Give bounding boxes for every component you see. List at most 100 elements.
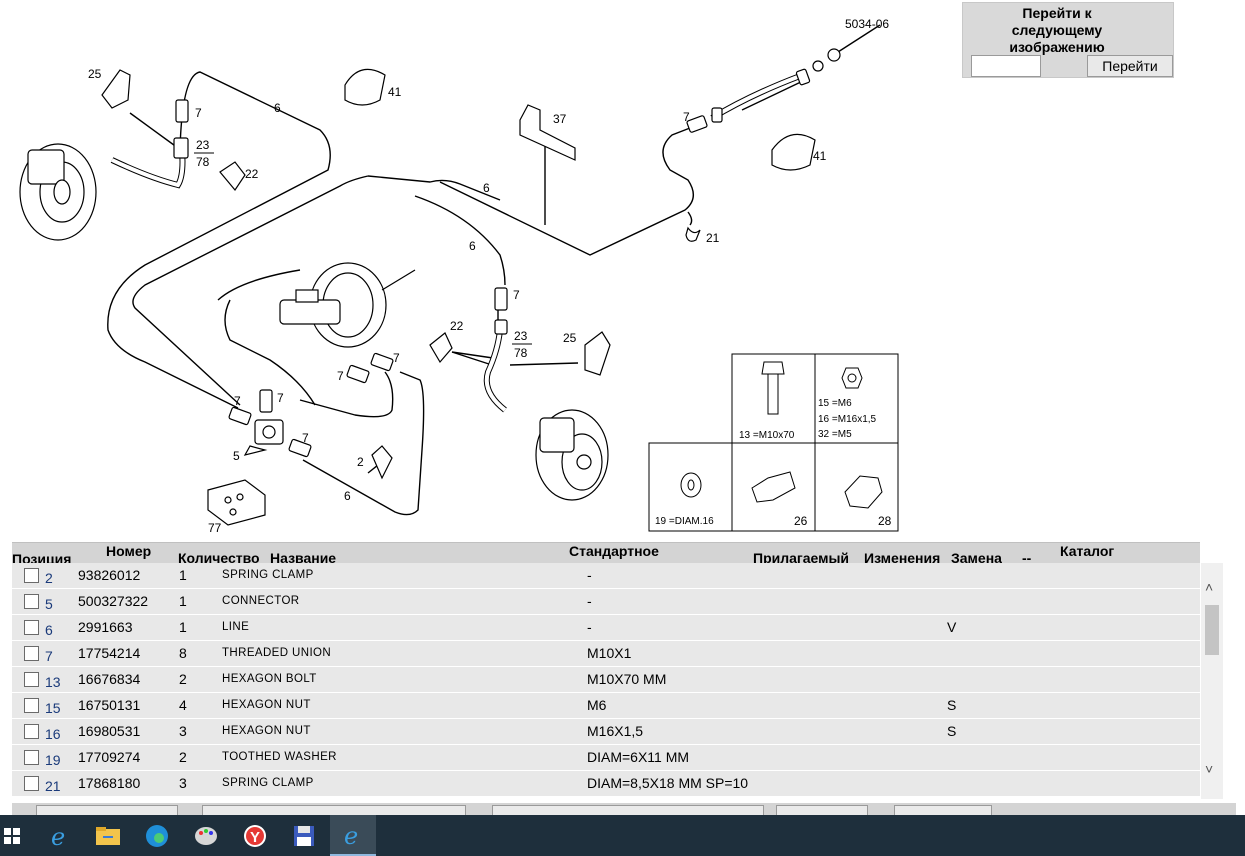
goto-image-input[interactable] [971, 55, 1041, 77]
callout-23: 23 [514, 329, 528, 343]
scroll-down-icon[interactable]: ˅ [1205, 761, 1214, 777]
row-position-link[interactable]: 6 [45, 622, 53, 638]
row-part-number: 2991663 [78, 619, 133, 635]
row-checkbox[interactable] [24, 776, 39, 791]
ie-icon[interactable]: e [37, 815, 83, 856]
header-changes[interactable]: Изменения [864, 550, 941, 563]
windows-taskbar: e Y e [0, 815, 1245, 856]
header-standard[interactable]: Стандартное [569, 543, 659, 559]
row-position-link[interactable]: 5 [45, 596, 53, 612]
table-row[interactable]: 2 93826012 1 SPRING CLAMP - [12, 563, 1200, 589]
bottom-button-3[interactable] [492, 805, 764, 815]
row-position-link[interactable]: 7 [45, 648, 53, 664]
legend-union-28: 28 [878, 514, 892, 528]
row-name: HEXAGON NUT [222, 699, 311, 711]
save-floppy-icon[interactable] [281, 815, 327, 856]
callout-22: 22 [450, 319, 464, 333]
row-changes: S [947, 697, 957, 713]
ie-active-icon[interactable]: e [330, 815, 376, 856]
bottom-button-2[interactable] [202, 805, 466, 815]
row-quantity: 4 [179, 697, 187, 713]
right-brake-disc [535, 409, 609, 501]
scroll-thumb[interactable] [1205, 605, 1219, 655]
row-name: LINE [222, 621, 250, 633]
callout-21: 21 [706, 231, 720, 245]
clamp-21 [685, 226, 701, 242]
row-quantity: 1 [179, 567, 187, 583]
row-position-link[interactable]: 2 [45, 570, 53, 586]
row-checkbox[interactable] [24, 646, 39, 661]
row-quantity: 3 [179, 775, 187, 791]
row-checkbox[interactable] [24, 620, 39, 635]
row-position-link[interactable]: 13 [45, 674, 61, 690]
header-replacement[interactable]: Замена [951, 550, 1002, 563]
bottom-button-1[interactable] [36, 805, 178, 815]
callout-6: 6 [469, 239, 476, 253]
row-checkbox[interactable] [24, 750, 39, 765]
row-position-link[interactable]: 15 [45, 700, 61, 716]
header-attached[interactable]: Прилагаемый [753, 550, 850, 563]
header-quantity[interactable]: Количество [178, 550, 260, 563]
goto-button[interactable]: Перейти [1087, 55, 1173, 77]
row-name: HEXAGON BOLT [222, 673, 317, 685]
connector-block [243, 419, 284, 456]
row-position-link[interactable]: 16 [45, 726, 61, 742]
header-name[interactable]: Название [270, 550, 337, 563]
goto-title-line3: изображению [1009, 39, 1105, 55]
legend-nut-m6: 15 =M6 [818, 398, 852, 409]
callout-7: 7 [683, 110, 690, 124]
header-number[interactable]: Номер [106, 543, 152, 559]
parts-table-header: Позиция Номер Количество Название Станда… [12, 542, 1200, 563]
row-quantity: 2 [179, 749, 187, 765]
edge-icon[interactable] [134, 815, 180, 856]
row-part-number: 17709274 [78, 749, 141, 765]
row-checkbox[interactable] [24, 594, 39, 609]
row-checkbox[interactable] [24, 698, 39, 713]
ref-code-label: 5034-06 [845, 17, 889, 31]
file-explorer-icon[interactable] [85, 815, 131, 856]
row-changes: S [947, 723, 957, 739]
bottom-button-5[interactable] [894, 805, 992, 815]
row-position-link[interactable]: 19 [45, 752, 61, 768]
callout-7: 7 [195, 106, 202, 120]
row-part-number: 17868180 [78, 775, 141, 791]
svg-text:e: e [51, 823, 65, 849]
row-standard: DIAM=6X11 MM [587, 749, 690, 765]
table-scrollbar[interactable]: ˄ ˅ [1201, 563, 1223, 799]
row-position-link[interactable]: 21 [45, 778, 61, 794]
row-name: SPRING CLAMP [222, 569, 314, 581]
callout-22: 22 [245, 167, 259, 181]
windows-start-icon[interactable] [0, 815, 24, 856]
row-checkbox[interactable] [24, 568, 39, 583]
scroll-up-icon[interactable]: ˄ [1205, 579, 1214, 595]
bottom-button-4[interactable] [776, 805, 868, 815]
left-brake-disc [19, 143, 97, 241]
callout-25: 25 [563, 331, 577, 345]
yandex-browser-icon[interactable]: Y [232, 815, 278, 856]
row-standard: - [587, 567, 592, 583]
row-checkbox[interactable] [24, 672, 39, 687]
callout-23: 23 [196, 138, 210, 152]
row-quantity: 3 [179, 723, 187, 739]
row-part-number: 93826012 [78, 567, 141, 583]
row-checkbox[interactable] [24, 724, 39, 739]
callout-25: 25 [88, 67, 102, 81]
legend-bolt: 13 =M10x70 [739, 430, 795, 441]
row-part-number: 16980531 [78, 723, 141, 739]
row-quantity: 2 [179, 671, 187, 687]
callout-6: 6 [344, 489, 351, 503]
row-standard: - [587, 593, 592, 609]
legend-washer: 19 =DIAM.16 [655, 516, 714, 527]
header-position[interactable]: Позиция [12, 551, 72, 563]
paint-icon[interactable] [183, 815, 229, 856]
brake-lines-exploded-view: 5034-06 25 7 6 41 23 78 22 37 7 41 6 21 … [19, 17, 899, 535]
header-catalog[interactable]: Каталог [1060, 543, 1115, 559]
